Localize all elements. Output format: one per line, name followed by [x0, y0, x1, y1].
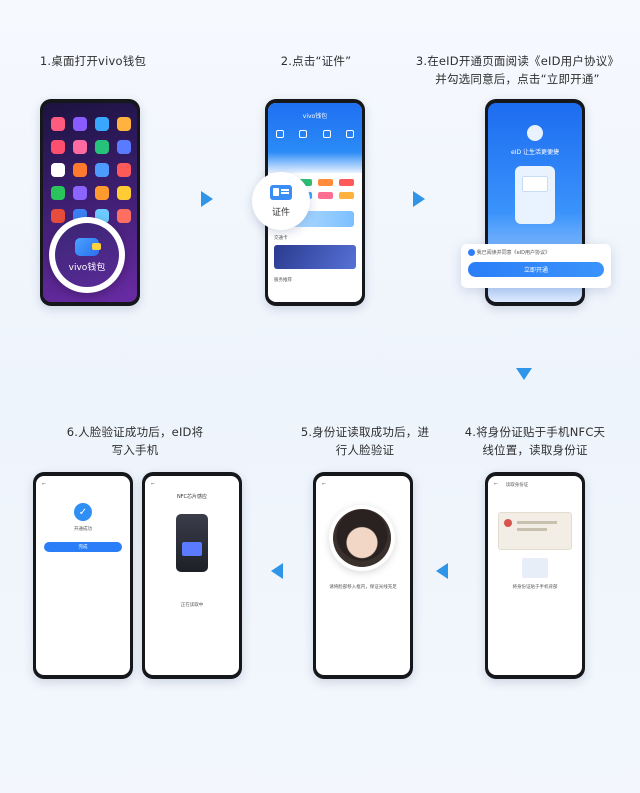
done-button[interactable]: 完成: [44, 542, 122, 552]
phone-nfc-sensing: ← NFC芯片感应 正在读取中: [142, 472, 242, 679]
eid-logo-icon: [527, 125, 543, 141]
consent-checkbox[interactable]: [468, 249, 475, 256]
nfc-title: NFC芯片感应: [176, 494, 208, 500]
wallet-icon: [75, 237, 101, 256]
arrow-right-2: [413, 191, 425, 207]
face-image: [333, 509, 391, 567]
wallet-header-title: vivo钱包: [302, 113, 328, 120]
wallet-label: vivo钱包: [68, 262, 106, 273]
app-grid: [51, 117, 131, 223]
read-id-hint: 将身份证贴于手机背部: [512, 585, 558, 590]
id-card-label: 证件: [271, 207, 290, 218]
id-card-illustration: [498, 512, 572, 550]
section-services: 服务推荐: [274, 278, 292, 283]
consent-popup: 我已阅读并同意《eID用户协议》 立即开通: [461, 244, 611, 288]
phone-read-id: ←读取身份证 将身份证贴于手机背部: [485, 472, 585, 679]
phone-wallet-home: vivo钱包 交通卡 服务推荐: [265, 99, 365, 306]
eid-title: eID 让生活更便捷: [511, 149, 559, 156]
success-check-icon: ✓: [74, 503, 92, 521]
step-5-caption: 5.身份证读取成功后，进 行人脸验证: [300, 425, 430, 457]
face-hint: 请将脸部移入框内，保证光线充足: [329, 585, 397, 590]
read-id-title: 读取身份证: [505, 483, 529, 488]
step-3-caption: 3.在eID开通页面阅读《eID用户协议》 并勾选同意后，点击“立即开通”: [415, 54, 620, 86]
arrow-left-1: [271, 563, 283, 579]
nfc-phone-illustration: [176, 514, 208, 572]
step-6-caption: 6.人脸验证成功后，eID将 写入手机: [66, 425, 204, 457]
consent-text: 我已阅读并同意《eID用户协议》: [476, 250, 550, 256]
wallet-app-highlight[interactable]: vivo钱包: [49, 217, 125, 293]
nfc-hint: 正在读取中: [180, 603, 204, 608]
face-preview: [329, 505, 395, 571]
open-now-button[interactable]: 立即开通: [468, 262, 604, 277]
phone-face-verify: ← 请将脸部移入框内，保证光线充足: [313, 472, 413, 679]
arrow-right-1: [201, 191, 213, 207]
id-card-icon: [270, 184, 292, 200]
success-status: 开通成功: [74, 527, 92, 532]
step-1-caption: 1.桌面打开vivo钱包: [39, 54, 147, 68]
section-transit: 交通卡: [274, 236, 288, 241]
arrow-down: [516, 368, 532, 380]
step-4-caption: 4.将身份证贴于手机NFC天 线位置，读取身份证: [464, 425, 606, 457]
phone-eid-success: ← ✓ 开通成功 完成: [33, 472, 133, 679]
step-2-caption: 2.点击“证件”: [280, 54, 352, 68]
phone-home-screen: [40, 99, 140, 306]
arrow-left-2: [436, 563, 448, 579]
id-card-entry-highlight[interactable]: 证件: [252, 172, 310, 230]
eid-illustration: [515, 166, 555, 224]
